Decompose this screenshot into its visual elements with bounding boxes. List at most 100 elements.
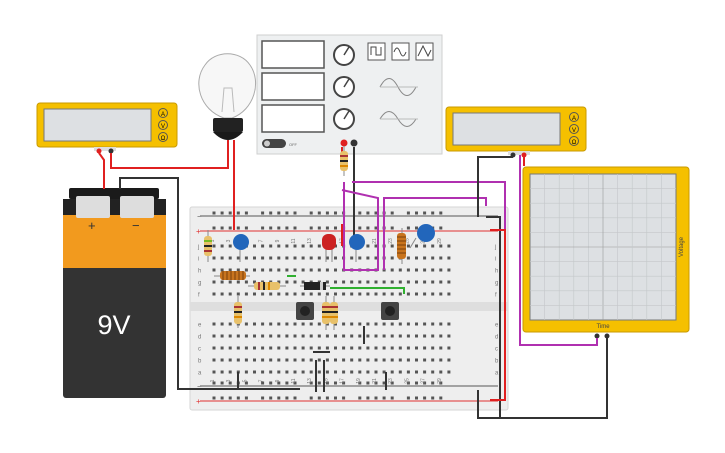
breadboard-hole[interactable] — [447, 346, 451, 350]
breadboard-hole[interactable] — [244, 256, 248, 260]
breadboard-hole[interactable] — [366, 346, 370, 350]
breadboard-hole[interactable] — [253, 244, 256, 248]
rail-hole[interactable] — [220, 211, 224, 215]
rail-hole[interactable] — [212, 226, 216, 230]
breadboard-hole[interactable] — [398, 358, 402, 362]
rail-hole[interactable] — [358, 211, 362, 215]
breadboard-hole[interactable] — [423, 334, 427, 338]
wire-battery-meter-red[interactable] — [98, 152, 105, 189]
breadboard-hole[interactable] — [374, 244, 378, 248]
rail-hole[interactable] — [374, 226, 378, 230]
resistor-4[interactable] — [322, 296, 330, 330]
breadboard-hole[interactable] — [212, 256, 216, 260]
breadboard-hole[interactable] — [366, 358, 370, 362]
breadboard-hole[interactable] — [415, 244, 418, 248]
breadboard-hole[interactable] — [220, 244, 224, 248]
breadboard-hole[interactable] — [253, 334, 256, 338]
rail-hole[interactable] — [334, 226, 337, 230]
breadboard-hole[interactable] — [423, 346, 427, 350]
multimeter-right[interactable]: A V Ω — [445, 106, 587, 158]
breadboard-hole[interactable] — [423, 322, 427, 326]
breadboard-hole[interactable] — [244, 334, 248, 338]
breadboard-hole[interactable] — [366, 244, 370, 248]
rail-hole[interactable] — [415, 396, 418, 400]
rail-hole[interactable] — [325, 226, 329, 230]
breadboard-holes[interactable] — [212, 211, 451, 400]
breadboard-hole[interactable] — [447, 256, 451, 260]
rail-hole[interactable] — [439, 226, 443, 230]
meter-right-red-probe[interactable] — [521, 152, 527, 158]
rail-hole[interactable] — [374, 396, 378, 400]
breadboard-hole[interactable] — [415, 334, 418, 338]
breadboard-hole[interactable] — [269, 358, 273, 362]
rail-hole[interactable] — [406, 381, 410, 385]
breadboard-hole[interactable] — [228, 370, 232, 374]
breadboard-hole[interactable] — [285, 358, 289, 362]
rail-hole[interactable] — [220, 381, 224, 385]
breadboard-hole[interactable] — [390, 358, 394, 362]
breadboard-hole[interactable] — [406, 358, 410, 362]
breadboard-hole[interactable] — [406, 322, 410, 326]
breadboard-hole[interactable] — [423, 256, 427, 260]
capacitor-2[interactable] — [349, 234, 365, 262]
breadboard-hole[interactable] — [212, 292, 216, 296]
rail-hole[interactable] — [269, 211, 273, 215]
breadboard-hole[interactable] — [350, 292, 354, 296]
breadboard-hole[interactable] — [342, 334, 346, 338]
breadboard-hole[interactable] — [334, 280, 337, 284]
rail-hole[interactable] — [390, 226, 394, 230]
rail-hole[interactable] — [228, 381, 232, 385]
breadboard-hole[interactable] — [285, 346, 289, 350]
breadboard-hole[interactable] — [317, 268, 321, 272]
breadboard-hole[interactable] — [439, 292, 443, 296]
breadboard-hole[interactable] — [439, 256, 443, 260]
breadboard-hole[interactable] — [277, 322, 281, 326]
breadboard-hole[interactable] — [431, 346, 435, 350]
push-button-1[interactable] — [296, 302, 314, 320]
breadboard-hole[interactable] — [293, 292, 297, 296]
rail-hole[interactable] — [366, 211, 370, 215]
wire-scope-probe[interactable] — [519, 155, 598, 346]
breadboard-hole[interactable] — [374, 280, 378, 284]
breadboard-hole[interactable] — [415, 280, 418, 284]
rail-hole[interactable] — [269, 226, 273, 230]
breadboard-hole[interactable] — [301, 292, 305, 296]
breadboard-hole[interactable] — [431, 280, 435, 284]
breadboard-hole[interactable] — [277, 292, 281, 296]
breadboard-hole[interactable] — [309, 322, 313, 326]
breadboard-hole[interactable] — [220, 268, 224, 272]
rail-hole[interactable] — [317, 381, 321, 385]
breadboard-hole[interactable] — [228, 346, 232, 350]
resistor-2[interactable] — [248, 282, 286, 290]
breadboard-hole[interactable] — [293, 256, 297, 260]
breadboard-hole[interactable] — [228, 292, 232, 296]
breadboard-hole[interactable] — [325, 256, 329, 260]
rail-hole[interactable] — [293, 396, 297, 400]
breadboard-hole[interactable] — [261, 358, 265, 362]
breadboard-hole[interactable] — [366, 292, 370, 296]
rail-hole[interactable] — [342, 396, 346, 400]
rail-hole[interactable] — [277, 226, 281, 230]
breadboard-hole[interactable] — [317, 256, 321, 260]
breadboard-hole[interactable] — [277, 370, 281, 374]
rail-hole[interactable] — [334, 396, 337, 400]
rail-hole[interactable] — [244, 211, 248, 215]
breadboard-hole[interactable] — [390, 334, 394, 338]
breadboard-hole[interactable] — [390, 268, 394, 272]
breadboard-hole[interactable] — [325, 334, 329, 338]
breadboard-hole[interactable] — [406, 268, 410, 272]
breadboard-hole[interactable] — [423, 268, 427, 272]
breadboard-hole[interactable] — [293, 268, 297, 272]
breadboard-hole[interactable] — [447, 292, 451, 296]
triangle-wave-button[interactable] — [415, 42, 434, 61]
rail-hole[interactable] — [374, 211, 378, 215]
breadboard-hole[interactable] — [301, 322, 305, 326]
breadboard-hole[interactable] — [390, 292, 394, 296]
rail-hole[interactable] — [325, 396, 329, 400]
breadboard-hole[interactable] — [220, 256, 224, 260]
rail-hole[interactable] — [244, 226, 248, 230]
breadboard-hole[interactable] — [366, 280, 370, 284]
capacitor-1[interactable] — [233, 234, 249, 262]
breadboard-hole[interactable] — [358, 334, 362, 338]
breadboard-hole[interactable] — [431, 292, 435, 296]
